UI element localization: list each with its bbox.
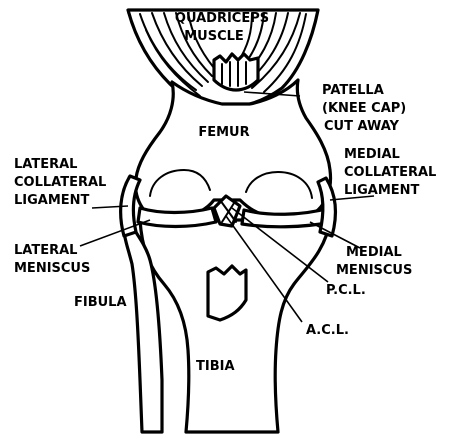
femur-label: FEMUR: [198, 125, 249, 140]
medial-collateral-label-line1: MEDIAL: [344, 147, 400, 162]
lateral-collateral-label-line2: COLLATERAL: [14, 175, 106, 190]
tibia-label: TIBIA: [196, 359, 235, 374]
patella-label-line3: CUT AWAY: [324, 119, 400, 134]
patella-label-line1: PATELLA: [322, 83, 384, 98]
medial-collateral-label-line2: COLLATERAL: [344, 165, 436, 180]
medial-collateral-label-line3: LIGAMENT: [344, 183, 420, 198]
lateral-meniscus-label-line1: LATERAL: [14, 243, 77, 258]
acl-label: A.C.L.: [306, 323, 349, 338]
patella-label-line2: (KNEE CAP): [322, 101, 406, 116]
fibula-label: FIBULA: [74, 295, 127, 310]
lateral-collateral-label-line3: LIGAMENT: [14, 193, 90, 208]
lateral-collateral-label-line1: LATERAL: [14, 157, 77, 172]
medial-meniscus-label-line2: MENISCUS: [336, 263, 412, 278]
medial-meniscus-label-line1: MEDIAL: [346, 245, 402, 260]
lateral-meniscus-label-line2: MENISCUS: [14, 261, 90, 276]
patella-cutaway: [214, 54, 258, 90]
quadriceps-label-line1: QUADRICEPS: [175, 11, 269, 26]
pcl-label: P.C.L.: [326, 283, 366, 298]
tibia-bone: [140, 220, 330, 432]
quadriceps-label-line2: MUSCLE: [184, 29, 244, 44]
